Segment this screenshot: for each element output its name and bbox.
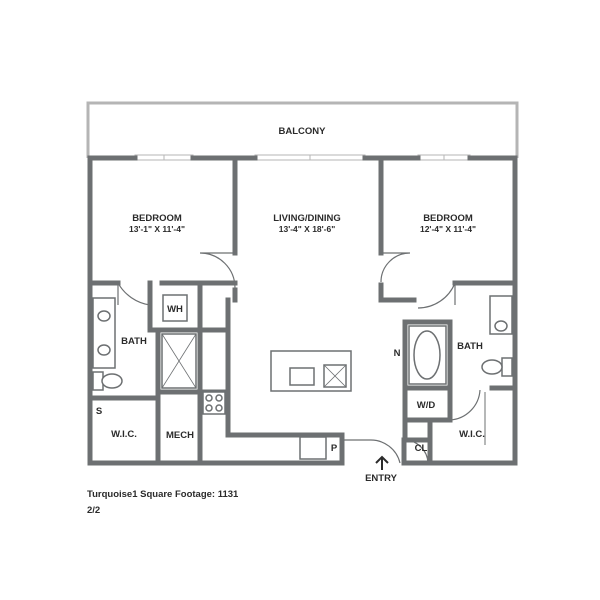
- closet-label: CL: [415, 443, 428, 454]
- entry-arrow-icon: [375, 455, 389, 470]
- bedroom-left-dims: 13'-1" X 11'-4": [129, 224, 185, 234]
- living-dining-label: LIVING/DINING: [273, 213, 341, 224]
- range: [202, 391, 226, 415]
- right-toilet-tank: [501, 357, 513, 377]
- washer-dryer-label: W/D: [417, 400, 436, 411]
- balcony-outline: [86, 101, 519, 158]
- walls: [87, 155, 518, 466]
- mech-label: MECH: [166, 430, 194, 441]
- bedroom-left-label: BEDROOM: [132, 213, 182, 224]
- storage-label: S: [96, 406, 102, 417]
- entry-label: ENTRY: [365, 473, 398, 484]
- living-dining-dims: 13'-4" X 18'-6": [279, 224, 336, 234]
- bath-left-label: BATH: [121, 336, 147, 347]
- bath-right-label: BATH: [457, 341, 483, 352]
- bedroom-right-dims: 12'-4" X 11'-4": [420, 224, 476, 234]
- door-swings: [117, 252, 481, 464]
- linen-label: N: [394, 348, 401, 359]
- island-sink: [289, 367, 315, 386]
- left-toilet-bowl: [101, 373, 123, 389]
- pantry-label: P: [331, 443, 338, 454]
- left-sink-2: [97, 344, 111, 356]
- fridge: [299, 436, 327, 460]
- wic-left-label: W.I.C.: [111, 429, 137, 440]
- left-vanity: [92, 297, 116, 369]
- balcony-label: BALCONY: [279, 126, 327, 137]
- bedroom-right-label: BEDROOM: [423, 213, 473, 224]
- fixtures: [92, 294, 513, 460]
- right-toilet-bowl: [481, 359, 503, 375]
- water-heater-box: [162, 294, 188, 322]
- wic-right-label: W.I.C.: [459, 429, 485, 440]
- right-sink: [494, 320, 508, 332]
- water-heater-label: WH: [167, 304, 183, 315]
- bed-bath-caption: 2/2: [87, 505, 101, 516]
- square-footage-caption: Turquoise1 Square Footage: 1131: [87, 489, 239, 500]
- left-sink-1: [97, 310, 111, 322]
